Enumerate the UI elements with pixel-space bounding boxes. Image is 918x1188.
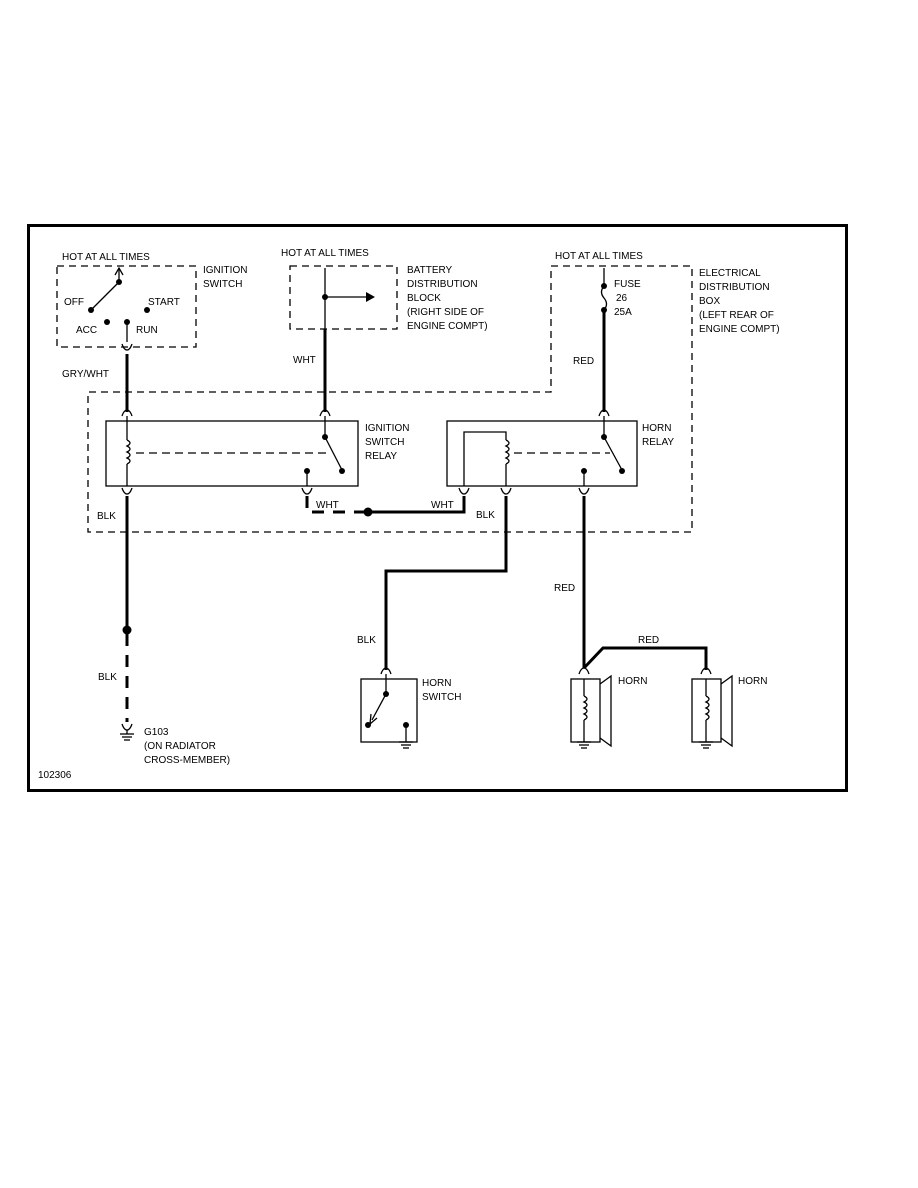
ignition-pos-off: OFF xyxy=(64,297,84,308)
wire-blk-horn-switch xyxy=(384,496,508,670)
horn-relay-label-1: HORN xyxy=(642,423,671,434)
battery-block-busbar xyxy=(322,268,375,329)
ignition-pos-acc: ACC xyxy=(76,325,97,336)
horn-left-symbol xyxy=(570,674,612,749)
distribution-box-outline xyxy=(87,265,693,533)
distribution-hot-label: HOT AT ALL TIMES xyxy=(555,251,643,262)
horn-switch-box xyxy=(360,678,418,743)
ignition-relay-contact xyxy=(304,421,345,486)
wire-label-blk-ground: BLK xyxy=(98,672,117,683)
distribution-label-2: DISTRIBUTION xyxy=(699,282,770,293)
fuse-rating: 25A xyxy=(614,307,632,318)
wire-label-red-horn-relay: RED xyxy=(554,583,575,594)
ignition-switch-label-2: SWITCH xyxy=(203,279,242,290)
ignition-relay-label-2: SWITCH xyxy=(365,437,404,448)
fuse-label: FUSE xyxy=(614,279,641,290)
ignition-switch-outline xyxy=(56,265,197,348)
horn-left-label: HORN xyxy=(618,676,647,687)
ignition-switch xyxy=(88,266,150,351)
figure-id: 102306 xyxy=(38,770,72,781)
horn-switch-contact xyxy=(365,679,413,749)
ignition-relay-label-3: RELAY xyxy=(365,451,397,462)
wire-label-red-fuse: RED xyxy=(573,356,594,367)
ground-label-2: (ON RADIATOR xyxy=(144,741,216,752)
ground-label-3: CROSS-MEMBER) xyxy=(144,755,230,766)
battery-block-outline xyxy=(289,265,398,330)
distribution-label-5: ENGINE COMPT) xyxy=(699,324,780,335)
wire-label-blk-ignition-relay: BLK xyxy=(97,511,116,522)
horn-switch-label-1: HORN xyxy=(422,678,451,689)
fuse-26 xyxy=(600,268,608,313)
ignition-pos-run: RUN xyxy=(136,325,158,336)
horn-relay-coil xyxy=(463,431,610,486)
distribution-label-4: (LEFT REAR OF xyxy=(699,310,774,321)
battery-label-3: BLOCK xyxy=(407,293,441,304)
horn-switch-label-2: SWITCH xyxy=(422,692,461,703)
fuse-number: 26 xyxy=(616,293,628,304)
horn-relay-contact xyxy=(581,421,625,486)
wire-label-gry-wht: GRY/WHT xyxy=(62,369,109,380)
wire-label-blk-horn-switch: BLK xyxy=(357,635,376,646)
ignition-switch-relay-box xyxy=(105,420,359,487)
battery-label-1: BATTERY xyxy=(407,265,453,276)
wire-label-blk-horn-relay: BLK xyxy=(476,510,495,521)
wire-label-wht-battery: WHT xyxy=(293,355,316,366)
distribution-label-1: ELECTRICAL xyxy=(699,268,761,279)
ignition-switch-label-1: IGNITION xyxy=(203,265,247,276)
wire-label-wht-relay-left: WHT xyxy=(316,500,339,511)
battery-label-4: (RIGHT SIDE OF xyxy=(407,307,484,318)
ground-symbol-g103 xyxy=(120,730,134,741)
ignition-switch-hot-label: HOT AT ALL TIMES xyxy=(62,252,150,263)
relay-connectors-bottom xyxy=(121,487,590,495)
horn-right-label: HORN xyxy=(738,676,767,687)
wire-red-horn-jumper xyxy=(582,646,708,670)
horn-relay-label-2: RELAY xyxy=(642,437,674,448)
horn-right-symbol xyxy=(691,674,733,749)
ignition-relay-label-1: IGNITION xyxy=(365,423,409,434)
ignition-relay-coil xyxy=(125,421,330,486)
battery-label-2: DISTRIBUTION xyxy=(407,279,478,290)
distribution-label-3: BOX xyxy=(699,296,720,307)
diagram-frame xyxy=(27,224,848,792)
ignition-pos-start: START xyxy=(148,297,180,308)
wire-label-wht-relay-right: WHT xyxy=(431,500,454,511)
horn-relay-box xyxy=(446,420,638,487)
ground-label-1: G103 xyxy=(144,727,169,738)
wire-label-red-horn-jumper: RED xyxy=(638,635,659,646)
wire-wht-relays xyxy=(305,496,368,514)
battery-label-5: ENGINE COMPT) xyxy=(407,321,488,332)
battery-hot-label: HOT AT ALL TIMES xyxy=(281,248,369,259)
